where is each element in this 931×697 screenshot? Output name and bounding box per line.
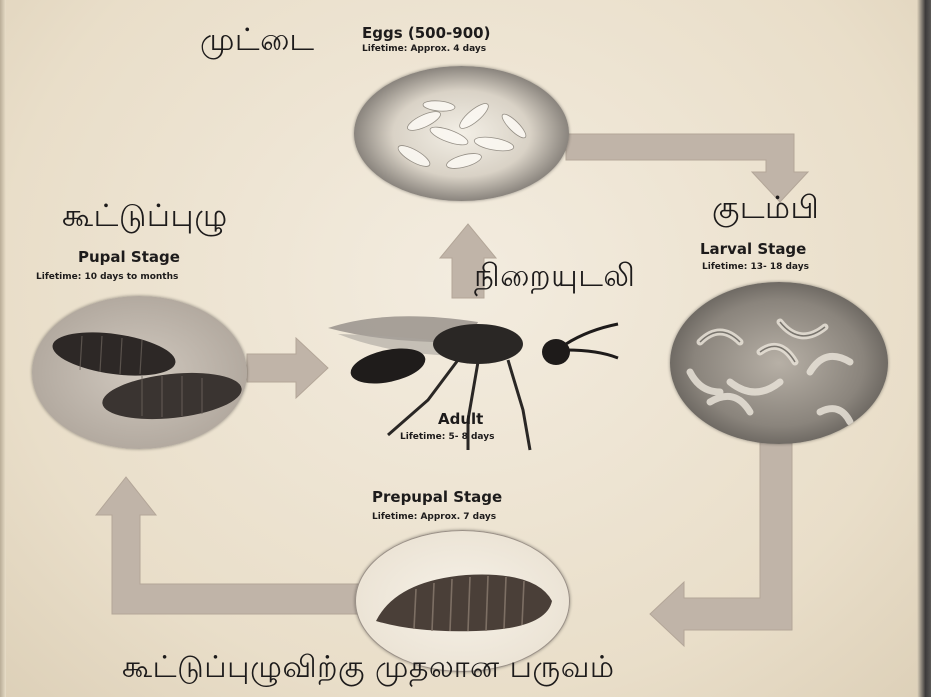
pupae-image — [32, 296, 247, 449]
larval-tamil-label: குடம்பி — [712, 190, 819, 230]
adult-lifetime: Lifetime: 5- 8 days — [400, 432, 494, 442]
arrow-larval-to-prepupal — [650, 442, 792, 646]
adult-stage-label: Adult — [438, 410, 483, 428]
pupal-stage-label: Pupal Stage — [78, 248, 180, 266]
pupal-lifetime: Lifetime: 10 days to months — [36, 272, 178, 282]
larvae-cluster-image — [670, 282, 888, 444]
adult-tamil-label: நிறையுடலி — [474, 258, 635, 298]
pupal-tamil-label: கூட்டுப்புழு — [62, 198, 228, 238]
eggs-lifetime: Lifetime: Approx. 4 days — [362, 44, 486, 54]
prepupal-tamil-label: கூட்டுப்புழுவிற்கு முதலான பருவம் — [122, 650, 615, 689]
larval-lifetime: Lifetime: 13- 18 days — [702, 262, 809, 272]
larval-stage-label: Larval Stage — [700, 240, 806, 258]
eggs-cluster-image — [354, 66, 569, 201]
arrow-prepupal-to-pupal — [96, 477, 360, 614]
pupae-photo — [32, 296, 247, 449]
prepupal-lifetime: Lifetime: Approx. 7 days — [372, 512, 496, 522]
larvae-photo — [670, 282, 888, 444]
eggs-stage-label: Eggs (500-900) — [362, 24, 490, 42]
prepupal-stage-label: Prepupal Stage — [372, 488, 502, 506]
arrow-pupal-to-adult — [247, 338, 328, 398]
eggs-photo — [354, 66, 569, 201]
eggs-tamil-label: முட்டை — [200, 22, 315, 62]
